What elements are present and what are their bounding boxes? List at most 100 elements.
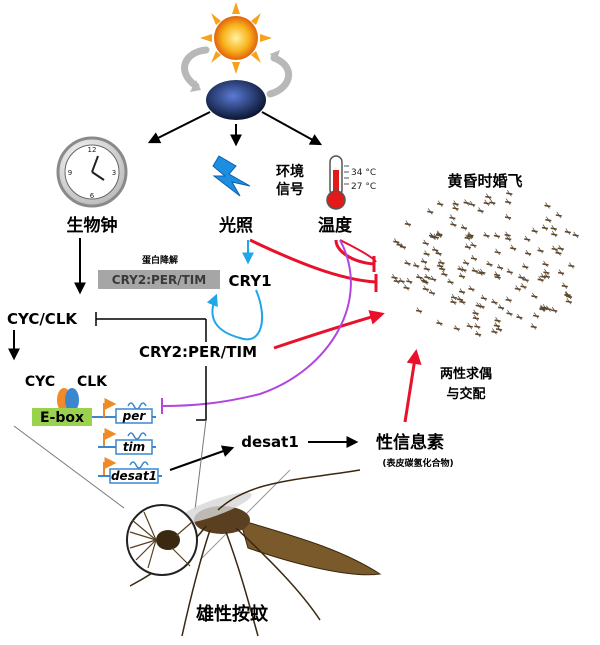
swarm-mosquito bbox=[497, 304, 505, 311]
swarm-mosquito bbox=[463, 199, 470, 206]
swarm-mosquito bbox=[524, 235, 531, 243]
swarm-mosquito bbox=[504, 213, 512, 221]
swarm-mosquito bbox=[450, 298, 457, 305]
swarm-mosquito bbox=[506, 309, 513, 317]
svg-text:per: per bbox=[122, 409, 147, 423]
swarm-mosquito bbox=[471, 267, 478, 274]
swarm-mosquito bbox=[510, 244, 517, 252]
swarm-mosquito bbox=[472, 314, 480, 322]
swarm-mosquito bbox=[415, 307, 423, 314]
swarm-mosquito bbox=[543, 272, 551, 280]
svg-text:12: 12 bbox=[88, 146, 97, 154]
thermometer-icon bbox=[326, 155, 349, 210]
male-mosquito-label: 雄性按蚊 bbox=[195, 603, 269, 625]
swarm-mosquito bbox=[564, 228, 571, 235]
svg-text:desat1: desat1 bbox=[111, 469, 157, 483]
clock-icon: 126 39 bbox=[56, 136, 128, 208]
swarm-mosquito bbox=[403, 284, 410, 291]
swarm-mosquito bbox=[458, 272, 466, 280]
swarm-mosquito bbox=[557, 269, 565, 276]
swarm-mosquito bbox=[485, 193, 492, 200]
swarm-mosquito bbox=[393, 238, 400, 245]
swarm-mosquito bbox=[477, 207, 484, 214]
env-signal-line1: 环境 bbox=[276, 163, 304, 180]
swarm-mosquito bbox=[468, 285, 475, 292]
swarm-mosquito bbox=[505, 198, 512, 205]
swarm-mosquito bbox=[469, 200, 476, 208]
swarm-mosquito bbox=[551, 245, 558, 252]
swarm-mosquito bbox=[391, 274, 398, 281]
clk-protein bbox=[65, 388, 79, 412]
swarm-mosquito bbox=[416, 273, 423, 281]
gene-tim: tim bbox=[98, 428, 156, 455]
swarm-mosquito bbox=[441, 270, 448, 278]
swarm-mosquito bbox=[555, 249, 562, 256]
swarm-mosquito bbox=[428, 289, 436, 296]
swarm-mosquito bbox=[561, 282, 568, 289]
swarm-mosquito bbox=[423, 250, 430, 257]
env-signal-line2: 信号 bbox=[276, 181, 304, 198]
swarm-mosquito bbox=[452, 200, 459, 207]
swarm-mosquito bbox=[422, 285, 429, 292]
swarm-mosquito bbox=[555, 211, 562, 219]
swarm-mosquito bbox=[462, 259, 470, 266]
svg-text:9: 9 bbox=[68, 169, 72, 177]
cry1-label: CRY1 bbox=[228, 272, 271, 290]
swarm-mosquito bbox=[550, 225, 557, 232]
magnifier-icon bbox=[126, 504, 198, 576]
swarm-mosquito bbox=[531, 227, 538, 234]
swarm-mosquito bbox=[504, 231, 511, 238]
cyc-clk-label: CYC/CLK bbox=[7, 310, 78, 328]
swarm-mosquito bbox=[467, 231, 474, 238]
light-label: 光照 bbox=[218, 215, 253, 236]
swarm-mosquito bbox=[564, 291, 571, 298]
swarm-mosquito bbox=[458, 288, 466, 295]
degraded-complex-label: CRY2:PER/TIM bbox=[112, 273, 206, 287]
swarm-mosquito bbox=[477, 269, 484, 276]
swarm-mosquito bbox=[493, 232, 501, 239]
pheromone-label: 性信息素 bbox=[376, 432, 444, 453]
gene-per: per bbox=[103, 398, 153, 424]
swarm-mosquito bbox=[540, 273, 547, 280]
degraded-complex-box bbox=[98, 270, 220, 289]
courtship-line2: 与交配 bbox=[446, 386, 485, 402]
swarm-mosquito bbox=[427, 208, 434, 215]
swarm-mosquito bbox=[430, 275, 437, 283]
swarm-mosquito bbox=[532, 312, 540, 319]
swarm-mosquito bbox=[493, 322, 501, 329]
swarm-mosquito bbox=[486, 260, 493, 268]
swarm-mosquito bbox=[505, 296, 512, 303]
swarm-mosquito bbox=[491, 298, 498, 306]
swarm-mosquito bbox=[406, 277, 413, 285]
swarm-mosquito bbox=[404, 220, 411, 227]
swarm-mosquito bbox=[493, 271, 501, 278]
swarm-mosquito bbox=[494, 316, 501, 324]
swarm-mosquito bbox=[514, 285, 521, 292]
swarm-mosquito bbox=[420, 258, 428, 265]
moon-icon bbox=[206, 80, 266, 120]
swarm-mosquito bbox=[479, 268, 486, 276]
svg-text:6: 6 bbox=[90, 192, 95, 200]
swarm-mosquito bbox=[475, 302, 482, 309]
swarm-mosquito bbox=[452, 204, 459, 212]
swarm-mosquito bbox=[489, 199, 496, 206]
swarm-mosquito bbox=[483, 199, 490, 206]
swarm-mosquito bbox=[472, 309, 479, 317]
swarm-mosquito bbox=[531, 292, 538, 300]
temp-low-label: 27 °C bbox=[351, 182, 376, 192]
gene-desat1: desat1 bbox=[98, 457, 162, 484]
swarm-mosquito bbox=[470, 241, 477, 249]
swarm-mosquito bbox=[460, 224, 468, 231]
swarm-mosquito bbox=[491, 328, 498, 335]
swarm-mosquito bbox=[516, 313, 523, 321]
swarm-mosquito bbox=[494, 248, 501, 256]
swarm-mosquito bbox=[522, 276, 529, 283]
ebox-label: E-box bbox=[40, 410, 84, 426]
swarm-mosquito bbox=[436, 319, 443, 326]
swarm-mosquito bbox=[480, 294, 488, 302]
complex-main-label: CRY2:PER/TIM bbox=[139, 343, 257, 361]
swarm-mosquito bbox=[543, 268, 550, 276]
sun-icon bbox=[200, 2, 272, 74]
swarm-mosquito bbox=[520, 283, 527, 290]
swarm-mosquito bbox=[435, 231, 443, 239]
